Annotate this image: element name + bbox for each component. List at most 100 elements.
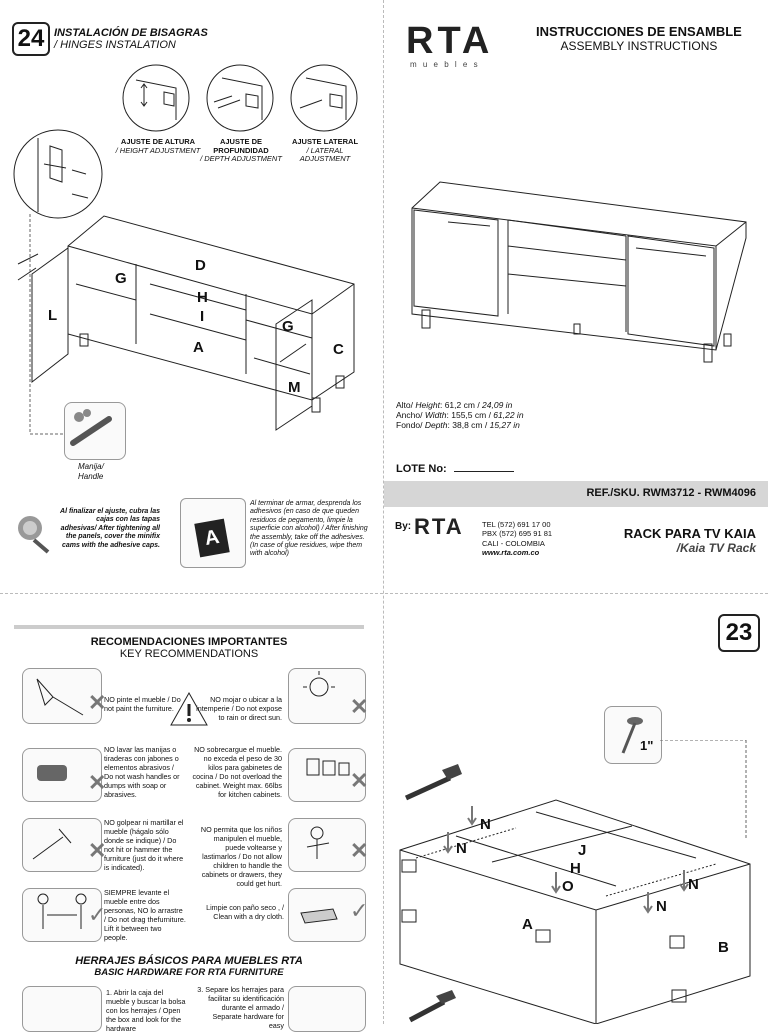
prohibited-icon: ✕ <box>350 838 369 863</box>
rta-brand: RTA <box>406 20 494 62</box>
part-label-j: J <box>578 842 587 859</box>
part-label-n-1: N <box>480 816 491 833</box>
part-label-g-right: G <box>282 318 294 335</box>
contact-pbx: PBX (572) 695 91 81 <box>482 529 553 539</box>
adjust-depth-en: / DEPTH ADJUSTMENT <box>200 154 282 164</box>
nail-size: 1" <box>640 738 654 753</box>
step24-title: INSTALACIÓN DE BISAGRAS / HINGES INSTALA… <box>54 27 208 51</box>
part-label-h: H <box>197 289 208 306</box>
adjust-lateral-caption: AJUSTE LATERAL / LATERAL ADJUSTMENT <box>284 137 366 164</box>
step24-title-en: / HINGES INSTALATION <box>54 39 176 51</box>
part-label-n-3: N <box>688 876 699 893</box>
part-label-n-4: N <box>656 898 667 915</box>
handle-en: Handle <box>78 471 104 481</box>
cover-heading: INSTRUCCIONES DE ENSAMBLE ASSEMBLY INSTR… <box>536 24 742 53</box>
warning-icon <box>170 691 208 726</box>
part-label-l: L <box>48 307 58 324</box>
lote-field: LOTE No: <box>396 463 514 475</box>
dim-height: Alto/ Height: 61,2 cm / 24,09 in <box>396 400 513 410</box>
step24-title-es: INSTALACIÓN DE BISAGRAS <box>54 27 208 39</box>
no-paint-icon <box>22 668 102 724</box>
part-label-n-2: N <box>456 840 467 857</box>
rec-right-1: NO mojar o ubicar a la intemperie / Do n… <box>196 695 282 722</box>
rta-logo: RTA m u e b l e s <box>406 22 493 69</box>
hw-step-3: 3. Separe los herrajes para facilitar su… <box>197 985 284 1030</box>
contact-web[interactable]: www.rta.com.co <box>482 548 540 558</box>
allowed-check-icon: ✓ <box>88 902 107 927</box>
hardware-bag-icon <box>22 986 102 1032</box>
part-label-b: B <box>718 939 729 956</box>
part-label-c: C <box>333 341 344 358</box>
recs-title-en: KEY RECOMMENDATIONS <box>119 648 259 660</box>
rec-right-3: NO permita que los niños manipulen el mu… <box>200 825 282 888</box>
adjust-depth-es: AJUSTE DE PROFUNDIDAD <box>213 137 269 155</box>
part-label-d: D <box>195 257 206 274</box>
step-number-23: 23 <box>718 614 760 652</box>
adjust-height-en: / HEIGHT ADJUSTMENT <box>115 145 201 155</box>
part-label-a-23: A <box>522 916 533 933</box>
part-label-i: I <box>200 308 205 325</box>
lote-blank <box>453 471 514 472</box>
product-es: RACK PARA TV KAIA <box>623 526 756 541</box>
by-label: By: <box>395 521 412 532</box>
hardware-heading: HERRAJES BÁSICOS PARA MUEBLES RTA BASIC … <box>14 955 364 978</box>
product-en: /Kaia TV Rack <box>676 541 756 555</box>
note-adhesives: Al terminar de armar, desprenda los adhe… <box>250 500 368 558</box>
adjust-lateral-es: AJUSTE LATERAL <box>291 137 359 146</box>
adjust-depth-caption: AJUSTE DE PROFUNDIDAD / DEPTH ADJUSTMENT <box>200 137 282 164</box>
handle-detail <box>64 402 126 460</box>
sun-rain-icon <box>288 668 366 724</box>
allowed-check-icon: ✓ <box>350 898 369 923</box>
recs-heading: RECOMENDACIONES IMPORTANTES KEY RECOMMEN… <box>14 636 364 660</box>
part-label-a: A <box>193 339 204 356</box>
handle-icon <box>70 409 112 446</box>
adjust-height-es: AJUSTE DE ALTURA <box>120 137 196 146</box>
contact-city: CALI - COLOMBIA <box>482 538 545 548</box>
instructions-en: ASSEMBLY INSTRUCTIONS <box>560 39 718 53</box>
dry-cloth-icon <box>288 888 366 942</box>
rec-right-4: Limpie con paño seco , / Clean with a dr… <box>206 903 284 921</box>
dimensions: Alto/ Height: 61,2 cm / 24,09 in Ancho/ … <box>396 400 524 431</box>
rec-left-4: SIEMPRE levante el mueble entre dos pers… <box>104 888 186 942</box>
contact-info: TEL (572) 691 17 00 PBX (572) 695 91 81 … <box>482 520 552 558</box>
rta-logo-small: RTA <box>414 514 464 539</box>
hw-title-en: BASIC HARDWARE FOR RTA FURNITURE <box>94 967 284 978</box>
prohibited-icon: ✕ <box>88 838 107 863</box>
rec-left-3: NO golpear ni martillar el mueble (hágal… <box>104 818 184 872</box>
dim-width: Ancho/ Width: 155,5 cm / 61,22 in <box>396 410 524 421</box>
cam-cap-icon <box>14 510 56 558</box>
handle-es: Manija/ <box>78 462 104 471</box>
part-label-h-23: H <box>570 860 581 877</box>
fold-line-vertical <box>383 0 385 1024</box>
tv-rack-illustration <box>411 181 747 363</box>
lote-label: LOTE No: <box>396 463 447 475</box>
rec-left-1: NO pinte el mueble / Do not paint the fu… <box>104 695 181 713</box>
handle-caption: Manija/ Handle <box>78 462 104 481</box>
recs-title-es: RECOMENDACIONES IMPORTANTES <box>90 636 288 648</box>
ref-sku: REF./SKU. RWM3712 - RWM4096 <box>586 487 756 499</box>
dim-depth: Fondo/ Depth: 38,8 cm / 15,27 in <box>396 420 520 431</box>
children-icon <box>288 818 366 872</box>
hinge-install-diagram <box>13 129 355 435</box>
hw-title-es: HERRAJES BÁSICOS PARA MUEBLES RTA <box>75 955 303 967</box>
adjust-lateral-en: / LATERAL ADJUSTMENT <box>299 145 351 164</box>
rec-right-2: NO sobrecargue el mueble. no exceda el p… <box>192 745 283 799</box>
note-caps: Al finalizar el ajuste, cubra las cajas … <box>60 508 160 549</box>
contact-tel: TEL (572) 691 17 00 <box>482 520 551 529</box>
nail-detail <box>604 706 662 764</box>
no-hammer-icon <box>22 818 102 872</box>
prohibited-icon: ✕ <box>88 770 107 795</box>
sticker-panel: A <box>180 498 246 568</box>
overload-icon <box>288 748 366 802</box>
prohibited-icon: ✕ <box>88 690 107 715</box>
step-number-24: 24 <box>12 22 50 56</box>
instructions-es: INSTRUCCIONES DE ENSAMBLE <box>536 24 742 39</box>
product-name: RACK PARA TV KAIA /Kaia TV Rack <box>624 526 756 555</box>
rta-brand-sub: m u e b l e s <box>410 60 480 69</box>
prohibited-icon: ✕ <box>350 694 369 719</box>
ref-bar: REF./SKU. RWM3712 - RWM4096 <box>384 481 768 507</box>
part-label-o: O <box>562 878 574 895</box>
nail-icon <box>621 717 643 754</box>
adjust-height-caption: AJUSTE DE ALTURA / HEIGHT ADJUSTMENT <box>112 137 204 155</box>
part-label-m: M <box>288 379 301 396</box>
